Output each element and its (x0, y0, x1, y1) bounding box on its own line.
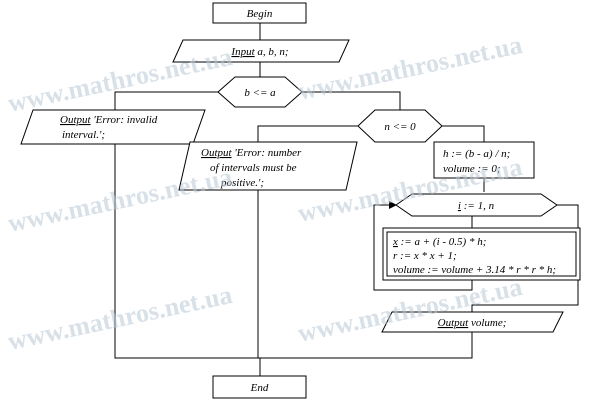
output-volume-label: Output volume; (438, 317, 507, 329)
loop-var: i (458, 200, 461, 212)
connector-merge-left (114, 144, 473, 359)
end-terminal: End (212, 375, 307, 399)
output-positive-line3: positive.'; (220, 177, 264, 189)
loop-header: i := 1, n (395, 193, 558, 217)
output-positive-keyword: Output (201, 147, 233, 159)
loop-label: i := 1, n (458, 200, 495, 212)
end-label: End (250, 382, 269, 394)
init-line1: h := (b - a) / n; (443, 148, 510, 160)
watermark-text-1: www.mathros.net.ua (5, 42, 235, 118)
output-volume: Output volume; (381, 311, 564, 333)
input-parallelogram: Input a, b, n; (172, 39, 350, 63)
input-label: Input a, b, n; (230, 46, 288, 58)
body-line2: r := x * x + 1; (393, 250, 457, 262)
output-invalid-interval: Output 'Error: invalid interval.'; (20, 109, 206, 145)
output-invalid-line2: interval.'; (62, 129, 105, 141)
body-line1: x := a + (i - 0.5) * h; (392, 236, 486, 248)
watermark-text-5: www.mathros.net.ua (5, 280, 235, 356)
body-line1-expr: := a + (i - 0.5) * h; (398, 236, 486, 248)
loop-body-process: x := a + (i - 0.5) * h; r := x * x + 1; … (382, 227, 581, 281)
output-volume-keyword: Output (438, 317, 470, 329)
output-invalid-line1: Output 'Error: invalid (60, 114, 158, 126)
input-keyword: Input (230, 46, 255, 58)
output-invalid-keyword: Output (60, 114, 92, 126)
connector-loop-exit (471, 204, 579, 312)
watermark-text-6: www.mathros.net.ua (295, 272, 525, 348)
loop-range: := 1, n (461, 200, 495, 212)
connector-decision1-no (302, 91, 401, 110)
decision-b-le-a: b <= a (217, 76, 303, 108)
body-line3: volume := volume + 3.14 * r * r * h; (393, 264, 556, 276)
decision-n-le-0: n <= 0 (357, 109, 443, 143)
connectors (114, 23, 579, 376)
body-line1-var: x (392, 236, 398, 248)
output-positive-line2: of intervals must be (210, 162, 297, 174)
output-positive-line1: Output 'Error: number (201, 147, 302, 159)
connector-decision2-yes (257, 125, 358, 142)
output-positive-text1: 'Error: number (232, 147, 302, 159)
input-vars: a, b, n; (255, 46, 289, 58)
output-intervals-positive: Output 'Error: number of intervals must … (178, 141, 358, 191)
output-invalid-text1: 'Error: invalid (91, 114, 158, 126)
decision-b-le-a-label: b <= a (244, 87, 276, 99)
init-line2: volume := 0; (443, 163, 501, 175)
begin-terminal: Begin (212, 2, 307, 24)
init-process: h := (b - a) / n; volume := 0; (433, 141, 535, 179)
connector-decision2-no (442, 125, 485, 142)
connector-loop-back (373, 201, 473, 291)
begin-label: Begin (247, 8, 273, 20)
watermark-text-3: www.mathros.net.ua (5, 162, 235, 238)
output-volume-var: volume; (468, 317, 506, 329)
connector-decision1-yes (114, 91, 218, 110)
decision-n-le-0-label: n <= 0 (384, 121, 416, 133)
